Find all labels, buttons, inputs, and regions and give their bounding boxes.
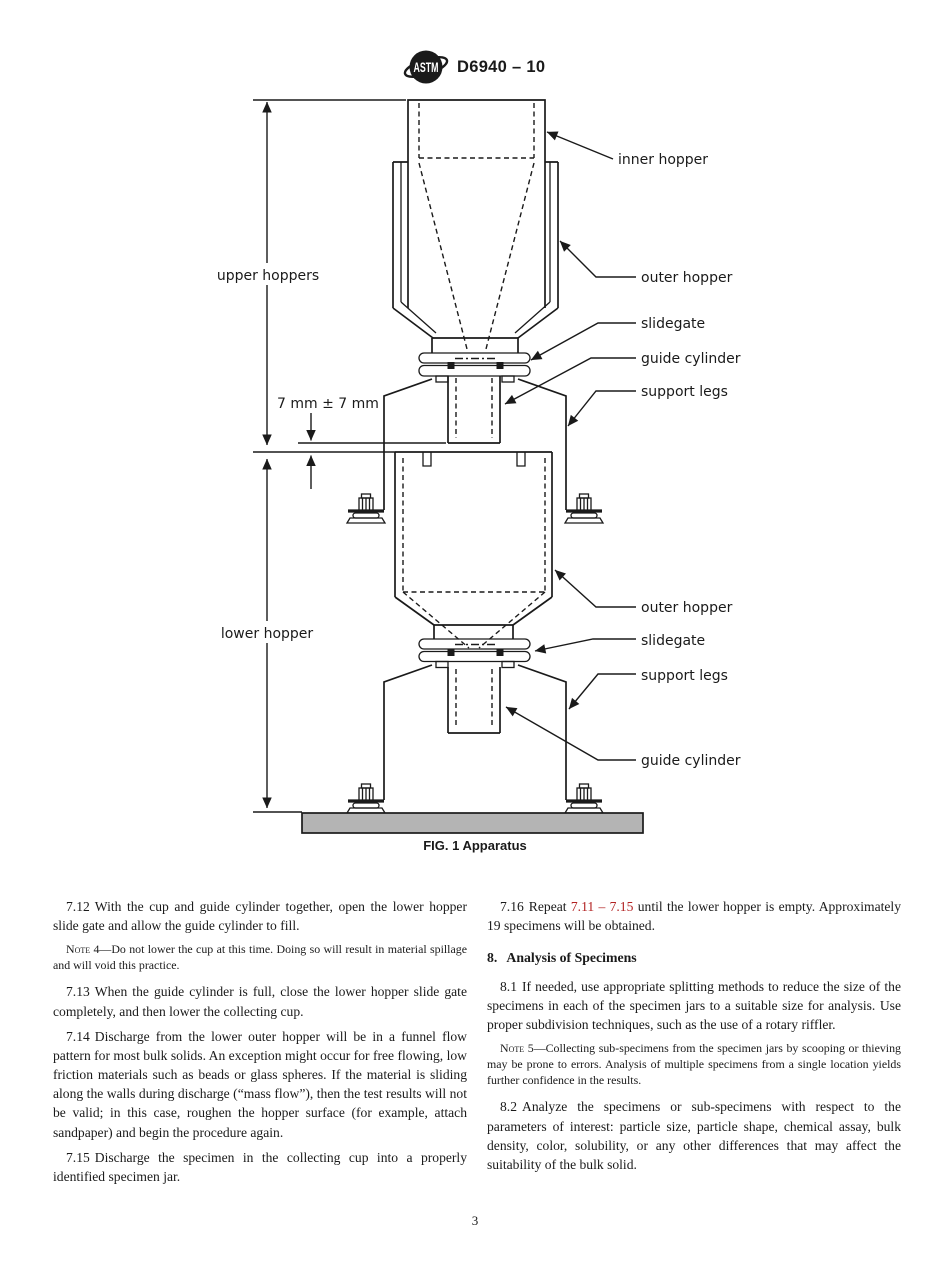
support-legs-lower-label: support legs [641, 668, 728, 684]
slidegate-upper-label: slidegate [641, 316, 705, 332]
figure-caption: FIG. 1 Apparatus [423, 838, 527, 853]
slidegate-lower-label: slidegate [641, 633, 705, 649]
clause-text: until the lower hopper is empty. Approxi… [487, 899, 901, 934]
note-text: Collecting sub-specimens from the specim… [487, 1041, 902, 1088]
astm-logo-icon: ASTM [403, 50, 449, 84]
upper-hopper-assembly [345, 99, 605, 525]
clause-number: 8.2 [500, 1099, 517, 1115]
right-column: 7.16 Repeat 7.11 – 7.15 until the lower h… [487, 897, 901, 1180]
dimension-lines: upper hoppers 7 mm ± 7 mm lower hopper [214, 99, 446, 813]
standard-designation: D6940 – 10 [457, 57, 546, 76]
paragraph-7-16: 7.16 Repeat 7.11 – 7.15 until the lower h… [487, 897, 901, 935]
clause-text: Repeat [528, 899, 567, 914]
page-header: ASTM D6940 – 10 [403, 44, 545, 90]
lower-hopper-label: lower hopper [221, 626, 314, 642]
clause-number: 7.12 [66, 899, 90, 914]
inner-hopper-label: inner hopper [618, 152, 708, 168]
section-number: 8. [487, 950, 498, 966]
note-4: Note 4—Do not lower the cup at this time… [53, 941, 467, 973]
support-legs-upper-label: support legs [641, 384, 728, 400]
clause-text: When the guide cylinder is full, close t… [53, 984, 467, 1019]
clause-number: 8.1 [500, 978, 517, 994]
outer-hopper-upper-label: outer hopper [641, 270, 733, 286]
gap-dimension-label: 7 mm ± 7 mm [277, 396, 379, 412]
base-plate [301, 812, 644, 834]
clause-text: With the cup and guide cylinder together… [53, 899, 467, 934]
figure-1-apparatus: upper hoppers 7 mm ± 7 mm lower hopper i… [214, 99, 741, 853]
lower-hopper-assembly [301, 451, 644, 834]
section-title: Analysis of Specimens [506, 950, 637, 966]
clause-number: 7.16 [500, 899, 524, 914]
clause-number: 7.13 [66, 984, 90, 1000]
note-label: Note 4— [66, 942, 112, 957]
cross-reference-link[interactable]: 7.11 – 7.15 [570, 899, 634, 914]
clause-text: Discharge the specimen in the collecting… [53, 1149, 467, 1184]
note-text: Do not lower the cup at this time. Doing… [53, 942, 467, 973]
upper-hoppers-label: upper hoppers [217, 268, 319, 284]
outer-hopper-lower-label: outer hopper [641, 600, 733, 616]
clause-text: If needed, use appropriate splitting met… [487, 978, 901, 1033]
guide-cylinder-upper-label: guide cylinder [641, 351, 741, 367]
section-8-heading: 8. Analysis of Specimens [487, 948, 901, 967]
clause-number: 7.15 [66, 1149, 90, 1165]
note-5: Note 5—Collecting sub-specimens from the… [487, 1040, 901, 1088]
page-number: 3 [471, 1213, 479, 1228]
part-labels: inner hopper outer hopper slidegate guid… [504, 131, 741, 769]
note-label: Note 5— [500, 1041, 546, 1056]
clause-text: Discharge from the lower outer hopper wi… [53, 1028, 467, 1140]
clause-text: Analyze the specimens or sub-specimens w… [487, 1099, 901, 1172]
clause-number: 7.14 [66, 1028, 90, 1044]
guide-cylinder-lower-label: guide cylinder [641, 753, 741, 769]
svg-text:ASTM: ASTM [414, 59, 439, 75]
